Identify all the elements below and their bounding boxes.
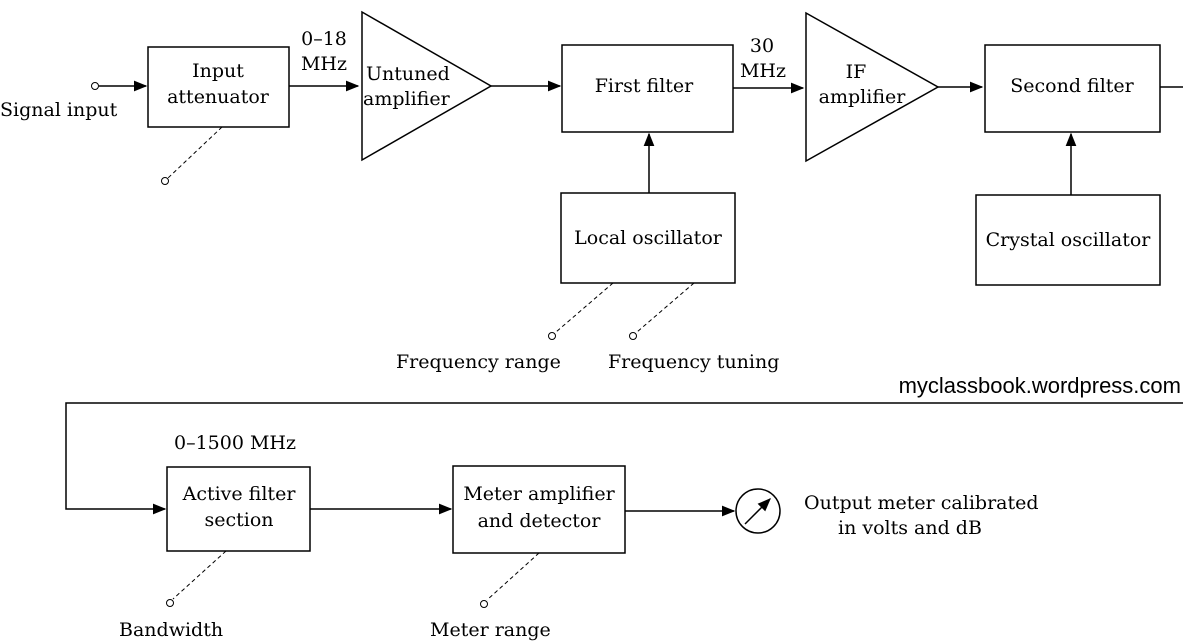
if-amplifier-label-line2: amplifier bbox=[819, 86, 907, 108]
freq-input-label-line1: 0–18 bbox=[301, 28, 347, 50]
frequency-tuning-label: Frequency tuning bbox=[608, 351, 779, 373]
freq-if-label-line2: MHz bbox=[740, 60, 786, 82]
meter-range-dashed bbox=[486, 552, 540, 601]
first-filter-label: First filter bbox=[595, 75, 694, 97]
input-attenuator-label-line1: Input bbox=[192, 60, 244, 82]
output-meter-label-line2: in volts and dB bbox=[838, 517, 982, 539]
meter-amplifier-label-line2: and detector bbox=[478, 510, 602, 532]
active-filter-label-line2: section bbox=[204, 509, 273, 531]
crystal-oscillator-block: Crystal oscillator bbox=[975, 194, 1161, 286]
attenuator-control-dashed bbox=[167, 126, 223, 179]
frequency-range-label: Frequency range bbox=[396, 351, 561, 373]
active-filter-label-line1: Active filter bbox=[182, 483, 297, 505]
meter-amplifier-label-line1: Meter amplifier bbox=[463, 483, 615, 505]
frequency-tuning-dashed bbox=[636, 282, 695, 333]
untuned-amplifier-label-line1: Untuned bbox=[366, 63, 450, 85]
signal-input-label: Signal input bbox=[0, 99, 118, 121]
untuned-amplifier-label-line2: amplifier bbox=[363, 88, 451, 110]
crystal-oscillator-label: Crystal oscillator bbox=[986, 229, 1152, 251]
freq-input-label-line2: MHz bbox=[301, 53, 347, 75]
second-filter-label: Second filter bbox=[1010, 75, 1134, 97]
meter-range-label: Meter range bbox=[430, 619, 551, 641]
local-oscillator-label: Local oscillator bbox=[574, 227, 723, 249]
if-amplifier-block: IF amplifier bbox=[805, 11, 940, 163]
untuned-amplifier-block: Untuned amplifier bbox=[361, 10, 493, 162]
output-meter-icon bbox=[735, 488, 781, 534]
active-filter-block: Active filter section bbox=[166, 466, 311, 552]
local-oscillator-block: Local oscillator bbox=[560, 192, 736, 284]
input-attenuator-block: Input attenuator bbox=[147, 46, 290, 128]
attenuator-control-terminal bbox=[161, 177, 169, 185]
watermark: myclassbook.wordpress.com bbox=[899, 373, 1181, 398]
bandwidth-label: Bandwidth bbox=[119, 619, 223, 641]
frequency-range-terminal bbox=[548, 332, 556, 340]
input-attenuator-label-line2: attenuator bbox=[167, 86, 270, 108]
bandwidth-terminal bbox=[166, 599, 174, 607]
meter-amplifier-block: Meter amplifier and detector bbox=[452, 465, 626, 554]
second-filter-block: Second filter bbox=[984, 44, 1161, 133]
signal-input-terminal bbox=[91, 82, 99, 90]
if-amplifier-label-line1: IF bbox=[846, 61, 867, 83]
output-meter-label-line1: Output meter calibrated bbox=[804, 492, 1039, 514]
meter-range-terminal bbox=[480, 600, 488, 608]
freq-if-label-line1: 30 bbox=[750, 35, 774, 57]
bandwidth-dashed bbox=[172, 550, 227, 600]
frequency-range-dashed bbox=[555, 282, 614, 333]
bandwidth-range-label: 0–1500 MHz bbox=[174, 432, 296, 454]
frequency-tuning-terminal bbox=[629, 332, 637, 340]
return-loop-wire bbox=[65, 402, 1183, 515]
first-filter-block: First filter bbox=[561, 44, 734, 133]
